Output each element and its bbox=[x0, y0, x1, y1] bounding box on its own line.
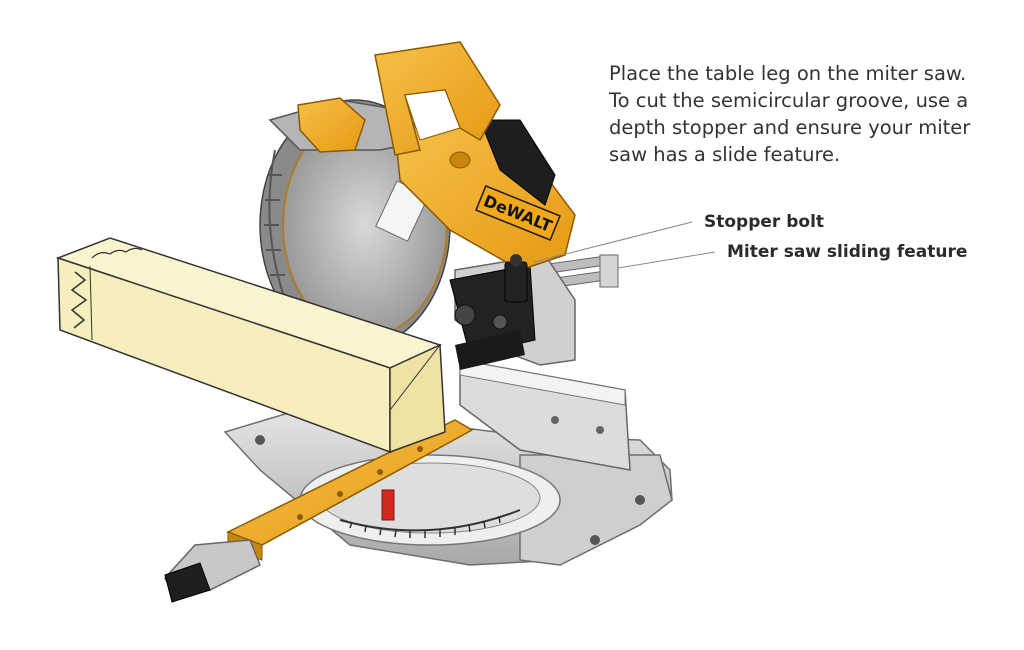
miter-scale bbox=[339, 509, 521, 538]
table-leg-workpiece bbox=[55, 237, 446, 454]
stopper-bolt bbox=[504, 254, 528, 303]
stopper-bolt-leader bbox=[533, 221, 693, 263]
miter-pointer bbox=[381, 489, 395, 521]
instruction-line: To cut the semicircular groove, use a bbox=[609, 89, 969, 112]
instruction-text: Place the table leg on the miter saw. To… bbox=[609, 60, 1009, 168]
instruction-line: saw has a slide feature. bbox=[609, 143, 841, 166]
stopper-bolt-label: Stopper bolt bbox=[704, 212, 825, 232]
sliding-feature-leader bbox=[617, 251, 716, 269]
instruction-line: Place the table leg on the miter saw. bbox=[609, 62, 967, 85]
sliding-feature-label: Miter saw sliding feature bbox=[727, 242, 968, 262]
instruction-line: depth stopper and ensure your miter bbox=[609, 116, 971, 139]
main-handle bbox=[374, 41, 501, 156]
rear-fence bbox=[459, 359, 631, 471]
callout-lines bbox=[533, 221, 716, 269]
bevel-lock-knob bbox=[297, 97, 366, 153]
front-clamp-handle bbox=[164, 539, 261, 603]
